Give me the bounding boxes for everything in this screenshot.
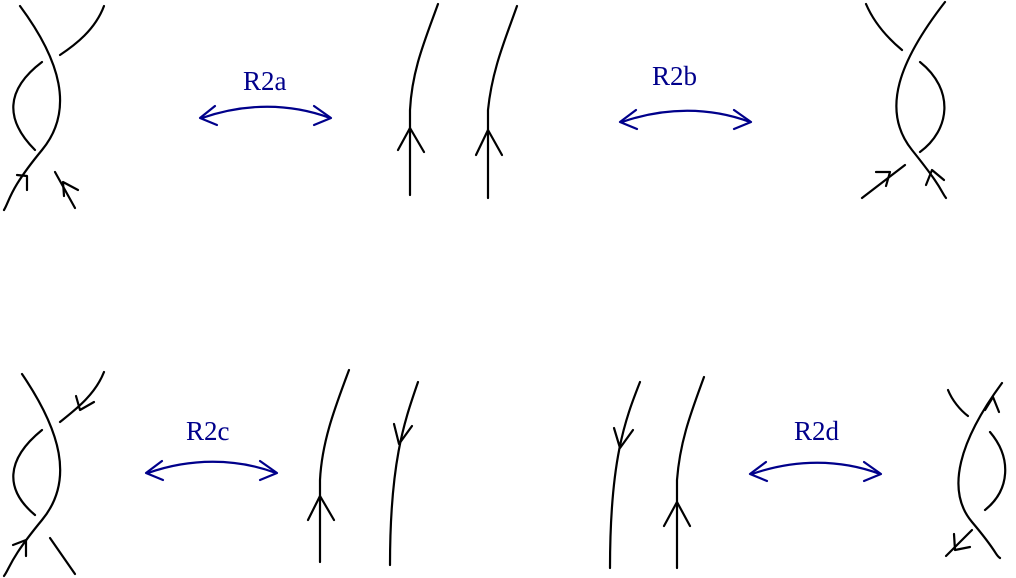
double-arrow-icon <box>750 461 882 476</box>
bottom-parallel-strands-left <box>306 368 420 567</box>
arrowhead-up-icon <box>983 395 1001 414</box>
bottom-left-crossing-diagram <box>2 370 106 578</box>
arrowhead-down-icon <box>74 394 96 412</box>
strand-under-middle <box>12 428 44 517</box>
strand-under-bottom <box>53 170 77 210</box>
double-arrow-icon <box>620 109 752 124</box>
arrowhead-right-icon <box>732 108 753 131</box>
arrowhead-up-icon <box>306 494 336 522</box>
strand-under-top <box>58 4 106 57</box>
arrowhead-up-icon <box>61 180 80 198</box>
strand-over <box>957 381 1004 560</box>
arrowhead-left-icon <box>618 108 639 131</box>
arrowhead-up-icon <box>924 168 946 187</box>
arrowhead-left-icon <box>748 460 769 483</box>
arrowhead-up-icon <box>396 126 426 154</box>
strand-right <box>486 4 519 200</box>
move-label-r2d: R2d <box>794 416 840 446</box>
arrowhead-up-icon <box>662 500 692 528</box>
strand-under-middle <box>12 60 44 152</box>
strand-over <box>2 372 62 578</box>
top-left-crossing-diagram <box>2 4 106 212</box>
move-r2b: R2b <box>618 61 753 131</box>
arrowhead-left-icon <box>198 104 219 127</box>
top-right-crossing-diagram <box>860 0 948 200</box>
bottom-parallel-strands-right <box>608 375 706 570</box>
double-arrow-icon <box>200 105 332 120</box>
strand-up <box>675 375 706 570</box>
strand-up <box>318 368 351 564</box>
strand-under-bottom <box>860 163 907 200</box>
move-r2d: R2d <box>748 416 883 483</box>
strand-under-middle <box>983 430 1007 512</box>
move-r2c: R2c <box>144 416 279 482</box>
strand-down <box>608 380 642 570</box>
strand-left <box>408 2 440 197</box>
arrowhead-up-icon <box>11 538 28 558</box>
strand-under-top <box>946 388 970 418</box>
strand-under-middle <box>918 60 946 154</box>
move-label-r2a: R2a <box>243 66 287 96</box>
strand-under-bottom <box>48 536 77 576</box>
arrowhead-right-icon <box>862 460 883 483</box>
move-label-r2c: R2c <box>186 416 230 446</box>
top-middle-parallel-strands <box>396 2 519 200</box>
strand-over <box>895 0 948 200</box>
arrowhead-down-icon <box>952 532 972 552</box>
strand-under-top <box>864 2 904 52</box>
double-arrow-icon <box>146 460 278 475</box>
strand-over <box>2 4 62 212</box>
strand-down <box>388 380 420 567</box>
arrowhead-up-icon <box>874 170 892 188</box>
arrowhead-up-icon <box>474 128 504 157</box>
move-label-r2b: R2b <box>652 61 697 91</box>
bottom-right-crossing-diagram <box>944 381 1007 560</box>
arrowhead-down-icon <box>392 422 414 446</box>
arrowhead-up-icon <box>15 173 29 192</box>
arrowhead-right-icon <box>258 459 279 482</box>
arrowhead-left-icon <box>144 459 165 482</box>
arrowhead-right-icon <box>312 104 333 127</box>
arrowhead-down-icon <box>612 426 635 450</box>
move-r2a: R2a <box>198 66 333 127</box>
strand-under-bottom <box>944 528 974 558</box>
strand-under-top <box>58 370 106 424</box>
